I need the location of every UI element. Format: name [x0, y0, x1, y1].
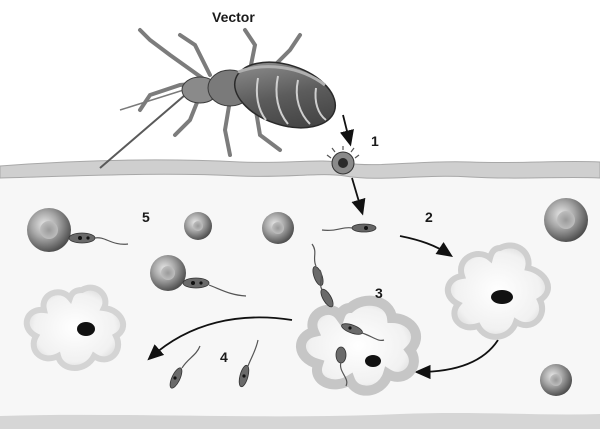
- skin-surface: [0, 160, 600, 178]
- step-5-label: 5: [142, 209, 150, 225]
- insect-icon: [100, 30, 344, 168]
- vector-title: Vector: [212, 9, 255, 25]
- step-3-label: 3: [375, 285, 383, 301]
- step-2-label: 2: [425, 209, 433, 225]
- step-4-label: 4: [220, 349, 228, 365]
- step-1-label: 1: [371, 133, 379, 149]
